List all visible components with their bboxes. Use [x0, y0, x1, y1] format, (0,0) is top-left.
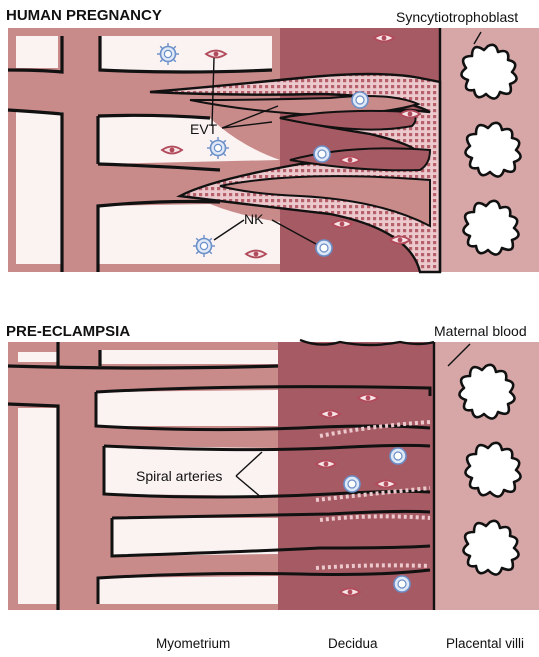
label-maternal-blood: Maternal blood	[434, 323, 527, 339]
evt-cell	[206, 51, 226, 58]
label-spiral-arteries: Spiral arteries	[136, 468, 222, 484]
nk-cell	[207, 137, 229, 159]
evt-cell	[340, 157, 360, 164]
label-myometrium: Myometrium	[156, 636, 230, 651]
evt-cell	[340, 589, 360, 596]
evt-cell	[390, 237, 410, 244]
label-placental-villi: Placental villi	[446, 636, 524, 651]
evt-cell	[162, 147, 182, 154]
evt-cell	[400, 111, 420, 118]
nk-cell	[157, 43, 179, 65]
immune-cell	[316, 240, 332, 256]
immune-cell	[390, 448, 406, 464]
label-evt: EVT	[190, 121, 218, 137]
panel-pre-eclampsia: PRE-ECLAMPSIA Maternal blood Spiral arte…	[6, 323, 539, 610]
nk-cell	[193, 235, 215, 257]
evt-cell	[246, 251, 266, 258]
evt-cell	[316, 461, 336, 468]
panel-human-pregnancy: HUMAN PREGNANCY Syncytiotrophoblast EVT …	[6, 7, 539, 272]
label-nk: NK	[244, 211, 264, 227]
panel-title: HUMAN PREGNANCY	[6, 7, 162, 24]
evt-cell	[320, 411, 340, 418]
label-decidua: Decidua	[328, 636, 378, 651]
immune-cell	[394, 576, 410, 592]
evt-cell	[374, 35, 394, 42]
label-syncytiotrophoblast: Syncytiotrophoblast	[396, 9, 518, 25]
evt-cell	[332, 221, 352, 228]
evt-cell	[358, 395, 378, 402]
panel-title: PRE-ECLAMPSIA	[6, 323, 130, 340]
evt-cell	[376, 481, 396, 488]
immune-cell	[344, 476, 360, 492]
decidua-tissue	[278, 342, 434, 610]
immune-cell	[352, 92, 368, 108]
immune-cell	[314, 146, 330, 162]
